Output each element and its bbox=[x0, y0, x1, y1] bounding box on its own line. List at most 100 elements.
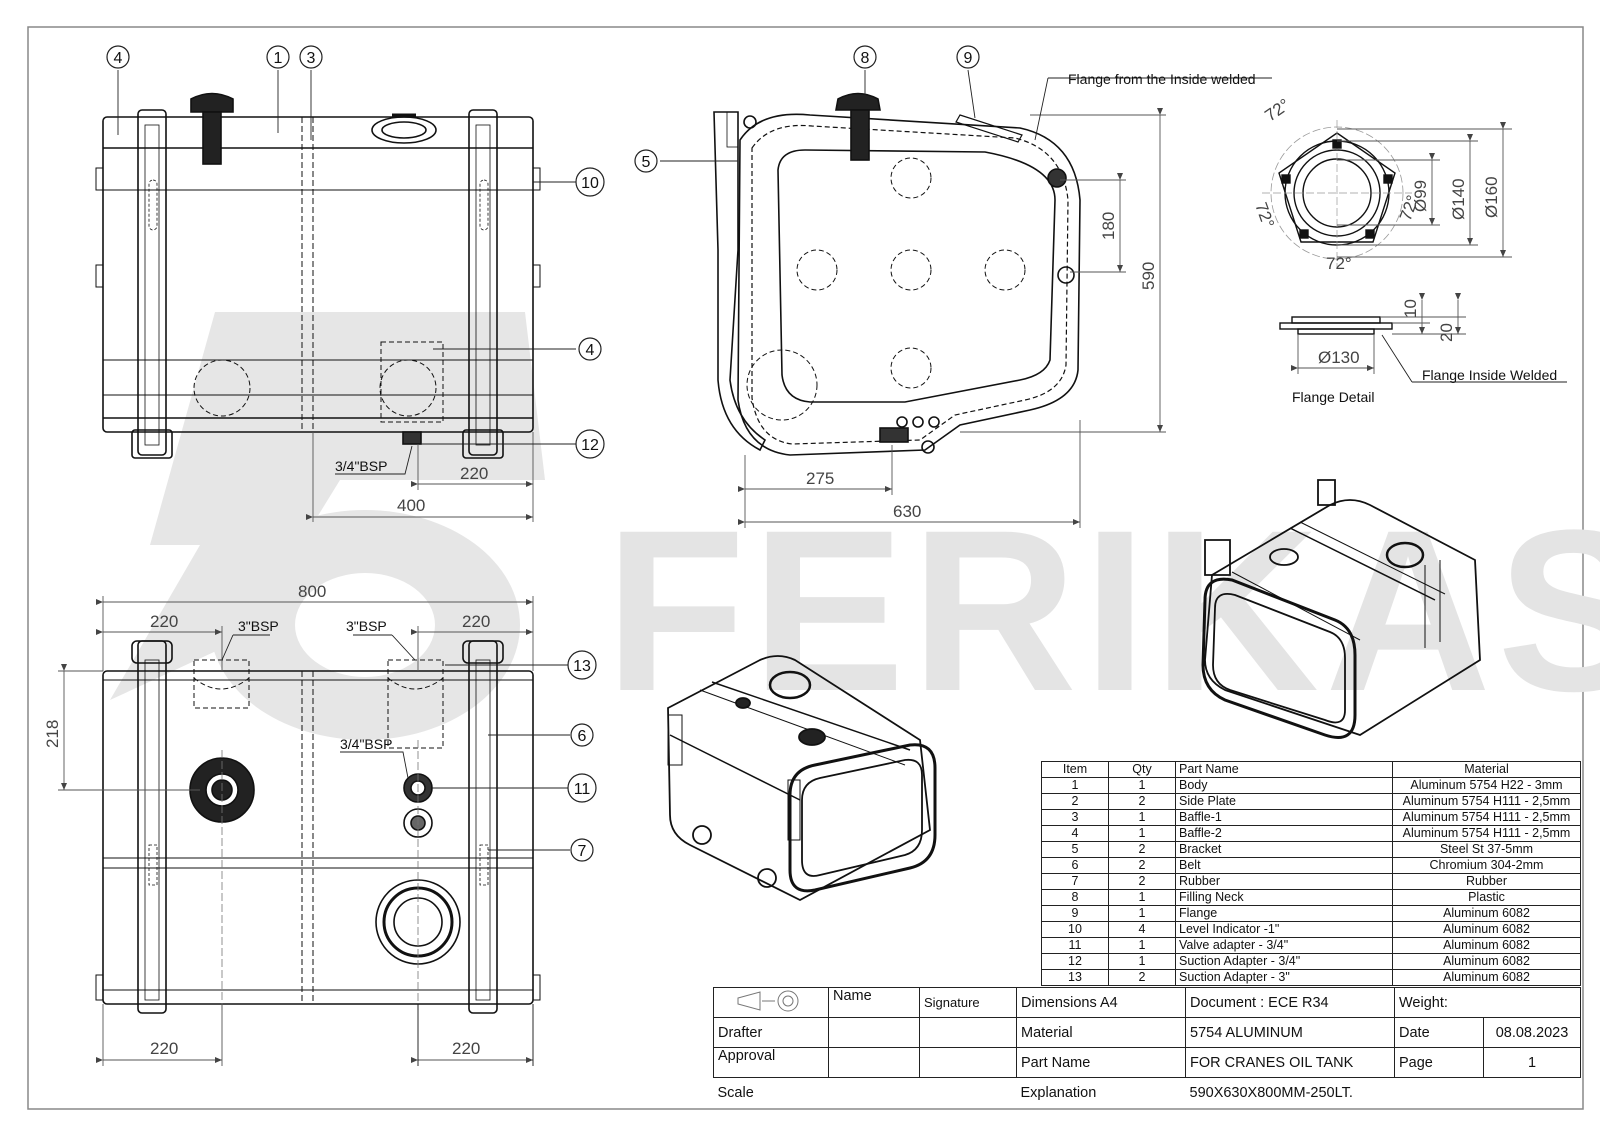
bom-item: 2 bbox=[1041, 793, 1109, 810]
note-flange-inside-welded: Flange from the Inside welded bbox=[1068, 71, 1256, 87]
callout-1: 1 bbox=[274, 50, 283, 67]
bom-part-name: Body bbox=[1175, 777, 1393, 794]
title-row-3: Approval Part Name FOR CRANES OIL TANK P… bbox=[713, 1047, 1581, 1078]
bom-qty: 2 bbox=[1108, 841, 1176, 858]
dim-d130: Ø130 bbox=[1318, 348, 1360, 367]
bom-item: 3 bbox=[1041, 809, 1109, 826]
bom-qty: 2 bbox=[1108, 793, 1176, 810]
bom-header-item: Item bbox=[1041, 761, 1109, 778]
weight-label: Weight: bbox=[1394, 987, 1581, 1018]
bom-qty: 1 bbox=[1108, 809, 1176, 826]
dim-72-d: 72° bbox=[1326, 254, 1352, 273]
drafter-name bbox=[828, 1017, 920, 1048]
dimensions-label: Dimensions A4 bbox=[1016, 987, 1186, 1018]
bom-material: Rubber bbox=[1392, 873, 1581, 890]
bom-item: 4 bbox=[1041, 825, 1109, 842]
bom-material: Aluminum 6082 bbox=[1392, 953, 1581, 970]
dim-d140: Ø140 bbox=[1449, 178, 1468, 220]
material-label: Material bbox=[1016, 1017, 1186, 1048]
date-value: 08.08.2023 bbox=[1483, 1017, 1581, 1048]
dim-d99: Ø99 bbox=[1411, 180, 1430, 212]
note-bsp-3-left: 3"BSP bbox=[238, 618, 279, 634]
note-bsp-3-4-bottom: 3/4"BSP bbox=[340, 736, 392, 752]
dim-275-side: 275 bbox=[806, 469, 834, 488]
bom-item: 10 bbox=[1041, 921, 1109, 938]
bom-part-name: Level Indicator -1" bbox=[1175, 921, 1393, 938]
bom-header-qty: Qty bbox=[1108, 761, 1176, 778]
bom-part-name: Filling Neck bbox=[1175, 889, 1393, 906]
approval-signature bbox=[919, 1047, 1017, 1078]
bom-item: 12 bbox=[1041, 953, 1109, 970]
material-value: 5754 ALUMINUM bbox=[1185, 1017, 1395, 1048]
bom-qty: 1 bbox=[1108, 825, 1176, 842]
side-view bbox=[713, 92, 1081, 456]
scale-label: Scale bbox=[717, 1084, 754, 1101]
bom-material: Chromium 304-2mm bbox=[1392, 857, 1581, 874]
signature-label: Signature bbox=[919, 987, 1017, 1018]
title-row-2: Drafter Material 5754 ALUMINUM Date 08.0… bbox=[713, 1017, 1581, 1048]
bom-material: Aluminum 6082 bbox=[1392, 969, 1581, 986]
name-label: Name bbox=[828, 987, 920, 1018]
dim-400-top: 400 bbox=[397, 496, 425, 515]
dim-d160: Ø160 bbox=[1482, 176, 1501, 218]
callout-8: 8 bbox=[861, 50, 870, 67]
bom-part-name: Suction Adapter - 3" bbox=[1175, 969, 1393, 986]
bom-material: Aluminum 6082 bbox=[1392, 937, 1581, 954]
sheet-border bbox=[27, 26, 1584, 1110]
scale-value bbox=[829, 1078, 920, 1108]
callout-13: 13 bbox=[573, 658, 591, 675]
note-bsp-3-right: 3"BSP bbox=[346, 618, 387, 634]
bom-material: Aluminum 5754 H111 - 2,5mm bbox=[1392, 793, 1581, 810]
callout-3: 3 bbox=[307, 50, 316, 67]
dim-800-bottom: 800 bbox=[298, 582, 326, 601]
drafter-signature bbox=[919, 1017, 1017, 1048]
bom-material: Aluminum 5754 H111 - 2,5mm bbox=[1392, 809, 1581, 826]
bom-item: 5 bbox=[1041, 841, 1109, 858]
bom-qty: 2 bbox=[1108, 873, 1176, 890]
bom-material: Aluminum 6082 bbox=[1392, 905, 1581, 922]
callout-9: 9 bbox=[964, 50, 973, 67]
watermark-text: FERIKAS bbox=[605, 482, 1600, 739]
callout-7: 7 bbox=[578, 843, 587, 860]
bom-item: 1 bbox=[1041, 777, 1109, 794]
bom-material: Aluminum 5754 H22 - 3mm bbox=[1392, 777, 1581, 794]
top-view bbox=[95, 92, 541, 459]
scale-extra bbox=[920, 1078, 1017, 1108]
bom-part-name: Baffle-2 bbox=[1175, 825, 1393, 842]
bom-qty: 1 bbox=[1108, 953, 1176, 970]
callout-11: 11 bbox=[574, 781, 591, 798]
dim-220-bottom-left: 220 bbox=[150, 612, 178, 631]
bom-header-part-name: Part Name bbox=[1175, 761, 1393, 778]
explanation-label: Explanation bbox=[1020, 1084, 1097, 1101]
callout-6: 6 bbox=[578, 728, 587, 745]
page-value: 1 bbox=[1483, 1047, 1581, 1078]
bom-part-name: Flange bbox=[1175, 905, 1393, 922]
flange-detail bbox=[1262, 120, 1412, 335]
bom-item: 9 bbox=[1041, 905, 1109, 922]
bom-header-material: Material bbox=[1392, 761, 1581, 778]
document-label: Document : ECE R34 bbox=[1185, 987, 1395, 1018]
dim-630-side: 630 bbox=[893, 502, 921, 521]
callout-leaders bbox=[117, 69, 1567, 851]
approval-label: Approval bbox=[713, 1047, 829, 1078]
watermark-logo bbox=[110, 312, 545, 740]
bom-material: Steel St 37-5mm bbox=[1392, 841, 1581, 858]
dim-72-a: 72° bbox=[1261, 95, 1293, 125]
dim-590-side: 590 bbox=[1139, 262, 1158, 290]
dim-220-bottom-br: 220 bbox=[452, 1039, 480, 1058]
dim-220-bottom-right: 220 bbox=[462, 612, 490, 631]
projection-cell bbox=[713, 987, 829, 1018]
callout-5: 5 bbox=[642, 154, 651, 171]
bom-material: Plastic bbox=[1392, 889, 1581, 906]
bom-qty: 1 bbox=[1108, 777, 1176, 794]
title-row-1: Name Signature Dimensions A4 Document : … bbox=[713, 987, 1581, 1018]
bom-qty: 1 bbox=[1108, 937, 1176, 954]
title-block: Name Signature Dimensions A4 Document : … bbox=[713, 987, 1581, 1107]
